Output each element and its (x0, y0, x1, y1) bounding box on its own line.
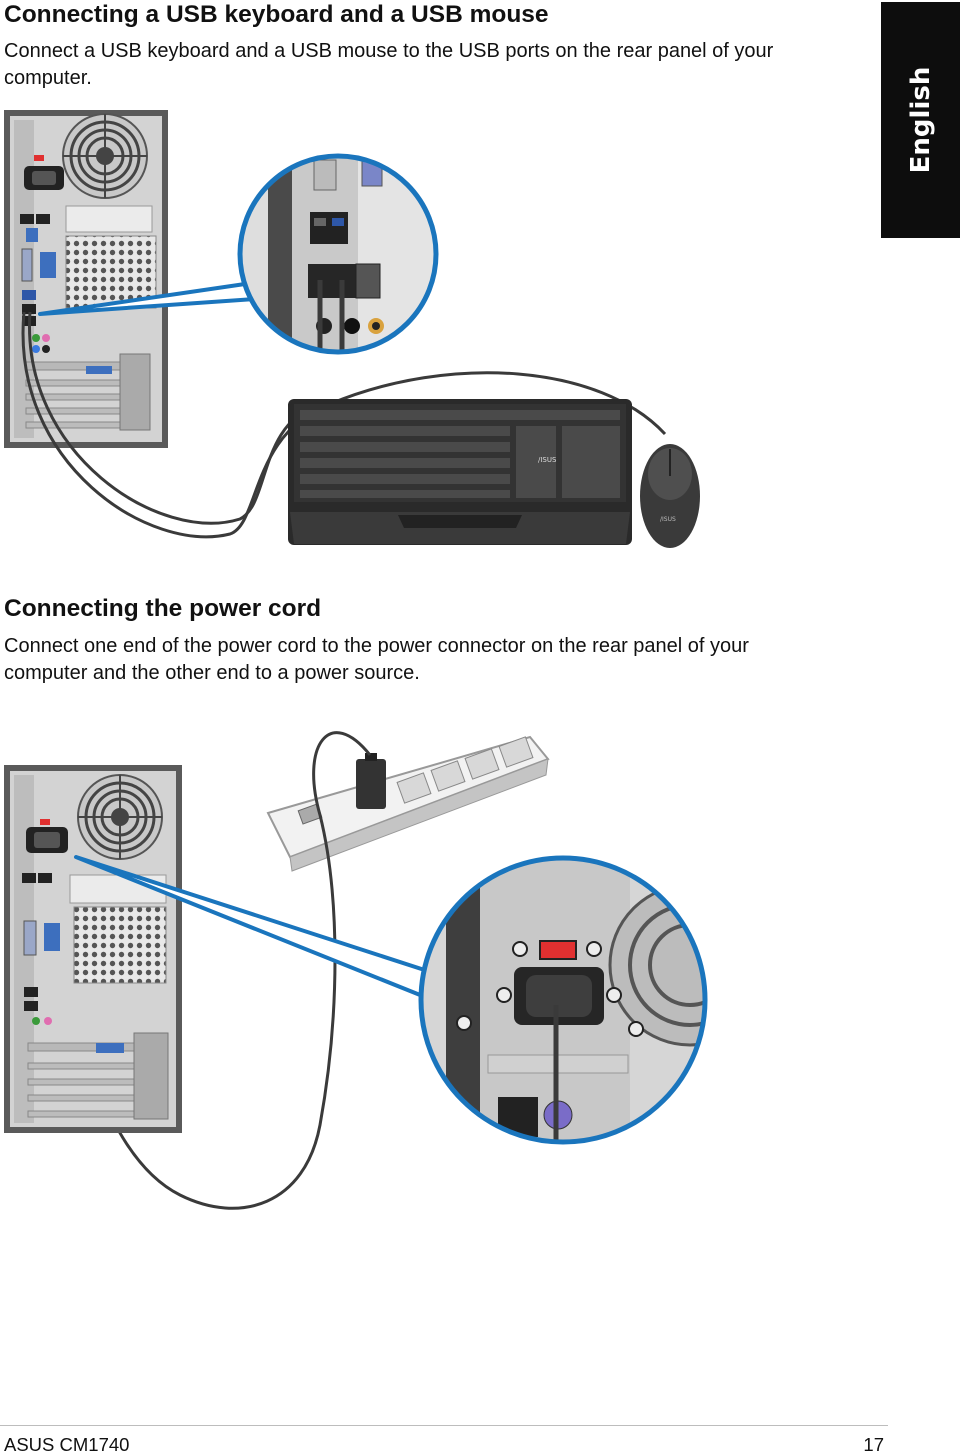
mouse-logo: /ISUS (660, 516, 676, 523)
usb-ports-closeup (237, 153, 439, 355)
pc-rear-panel (4, 110, 168, 448)
psu-fan-icon (62, 113, 148, 199)
keyboard-logo: /ISUS (538, 456, 557, 464)
power-cord-illustration (4, 731, 708, 1210)
usb-keyboard: /ISUS (288, 399, 632, 545)
power-switch (34, 155, 44, 161)
vent-grille (65, 235, 157, 309)
section-heading-power: Connecting the power cord (4, 595, 322, 622)
usb-connection-illustration: /ISUS /ISUS (4, 110, 700, 548)
power-strip (266, 735, 550, 872)
section-body-power: Connect one end of the power cord to the… (4, 635, 749, 684)
footer-page-number: 17 (863, 1434, 884, 1455)
section-heading-usb: Connecting a USB keyboard and a USB mous… (4, 1, 549, 28)
power-switch (539, 940, 577, 960)
footer-product-name: ASUS CM1740 (4, 1434, 130, 1455)
usb-mouse: /ISUS (640, 444, 700, 548)
power-plug (356, 759, 386, 809)
language-tab-label: English (906, 66, 936, 174)
psu-fan-icon (77, 774, 163, 860)
footer-divider (0, 1425, 888, 1426)
pc-rear-panel-2 (4, 765, 182, 1133)
language-tab: English (881, 2, 960, 238)
power-connector-closeup (418, 855, 708, 1145)
section-body-usb: Connect a USB keyboard and a USB mouse t… (4, 40, 774, 89)
